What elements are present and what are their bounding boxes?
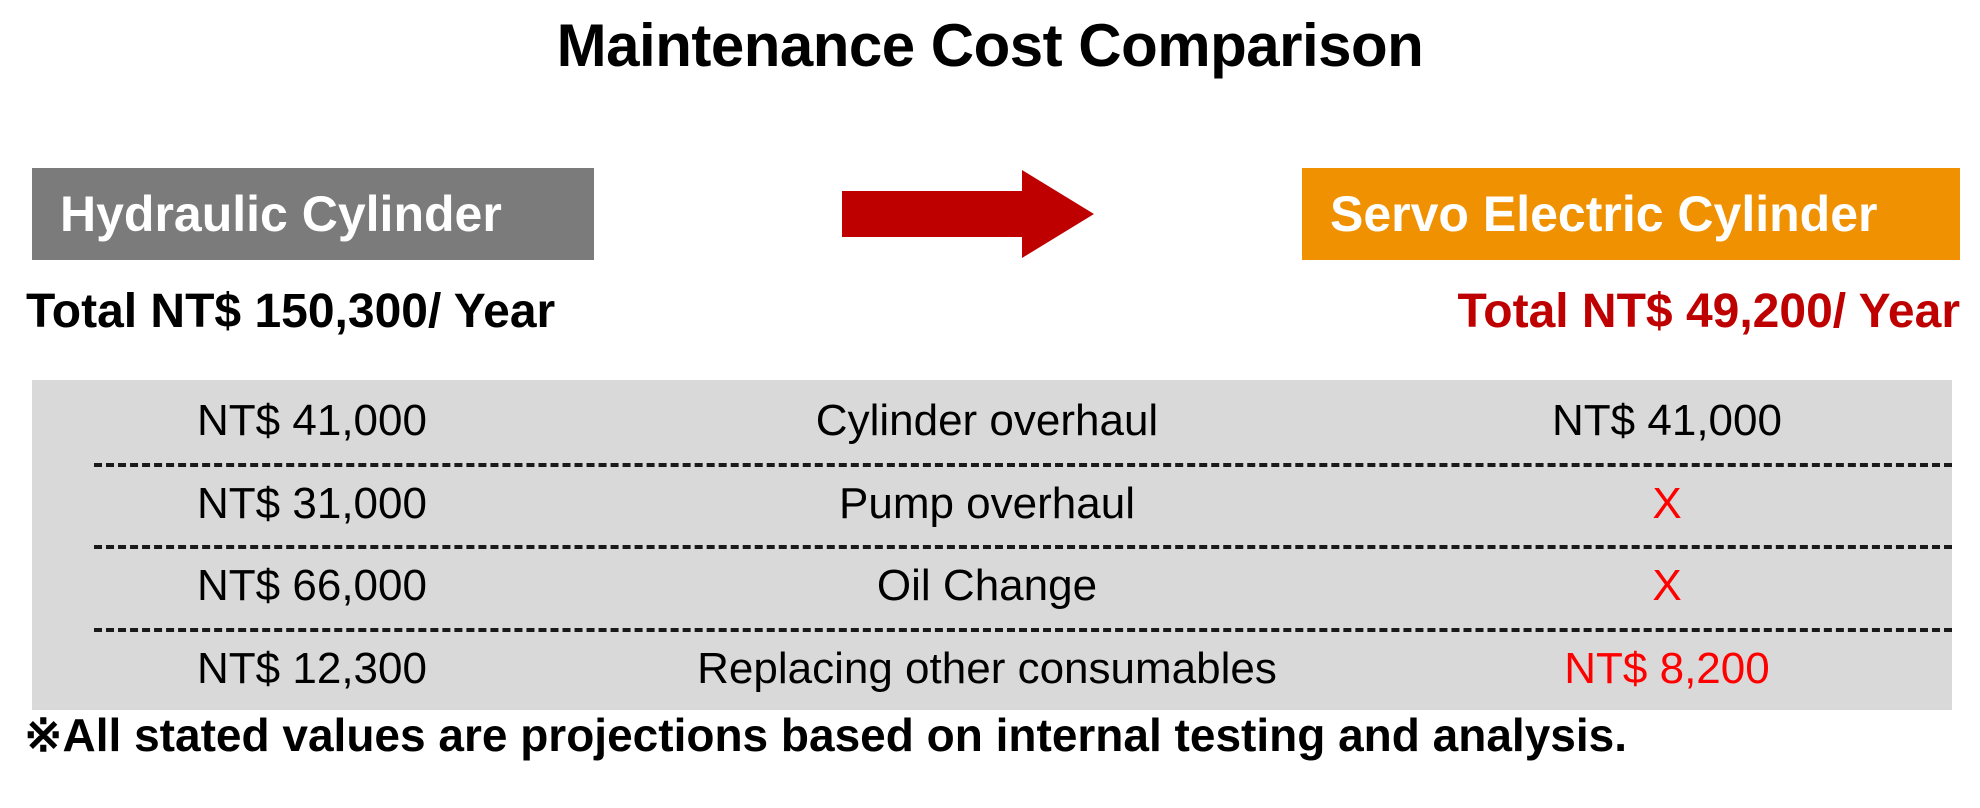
cost-breakdown-table: NT$ 41,000 Cylinder overhaul NT$ 41,000 …	[32, 380, 1952, 710]
cell-servo-cost: NT$ 8,200	[1564, 643, 1770, 693]
cell-hydraulic-cost: NT$ 12,300	[197, 643, 427, 693]
cell-item-name: Cylinder overhaul	[815, 396, 1159, 446]
cell-servo-cost: NT$ 41,000	[1552, 396, 1782, 446]
servo-total: Total NT$ 49,200/ Year	[1457, 285, 1961, 338]
table-row: NT$ 31,000 Pump overhaul X	[32, 462, 1952, 546]
cell-servo-cost: X	[1652, 561, 1682, 611]
table-row: NT$ 66,000 Oil Change X	[32, 545, 1952, 628]
table-row: NT$ 41,000 Cylinder overhaul NT$ 41,000	[32, 380, 1952, 463]
comparison-arrow	[842, 168, 1096, 260]
servo-electric-cylinder-badge: Servo Electric Cylinder	[1302, 168, 1960, 260]
hydraulic-cylinder-badge: Hydraulic Cylinder	[32, 168, 594, 260]
cell-item-name: Oil Change	[876, 561, 1098, 611]
footnote-disclaimer: ※All stated values are projections based…	[24, 709, 1628, 761]
page-title: Maintenance Cost Comparison	[556, 12, 1424, 79]
hydraulic-cylinder-badge-label: Hydraulic Cylinder	[60, 186, 502, 242]
servo-electric-cylinder-badge-label: Servo Electric Cylinder	[1330, 186, 1878, 242]
cell-hydraulic-cost: NT$ 66,000	[197, 561, 427, 611]
cell-item-name: Pump overhaul	[839, 478, 1135, 528]
cell-servo-cost: X	[1652, 478, 1682, 528]
hydraulic-total: Total NT$ 150,300/ Year	[26, 285, 556, 338]
cell-hydraulic-cost: NT$ 31,000	[197, 478, 427, 528]
right-arrow-icon	[842, 170, 1094, 258]
table-row: NT$ 12,300 Replacing other consumables N…	[32, 627, 1952, 711]
cell-hydraulic-cost: NT$ 41,000	[197, 396, 427, 446]
cell-item-name: Replacing other consumables	[697, 643, 1277, 693]
